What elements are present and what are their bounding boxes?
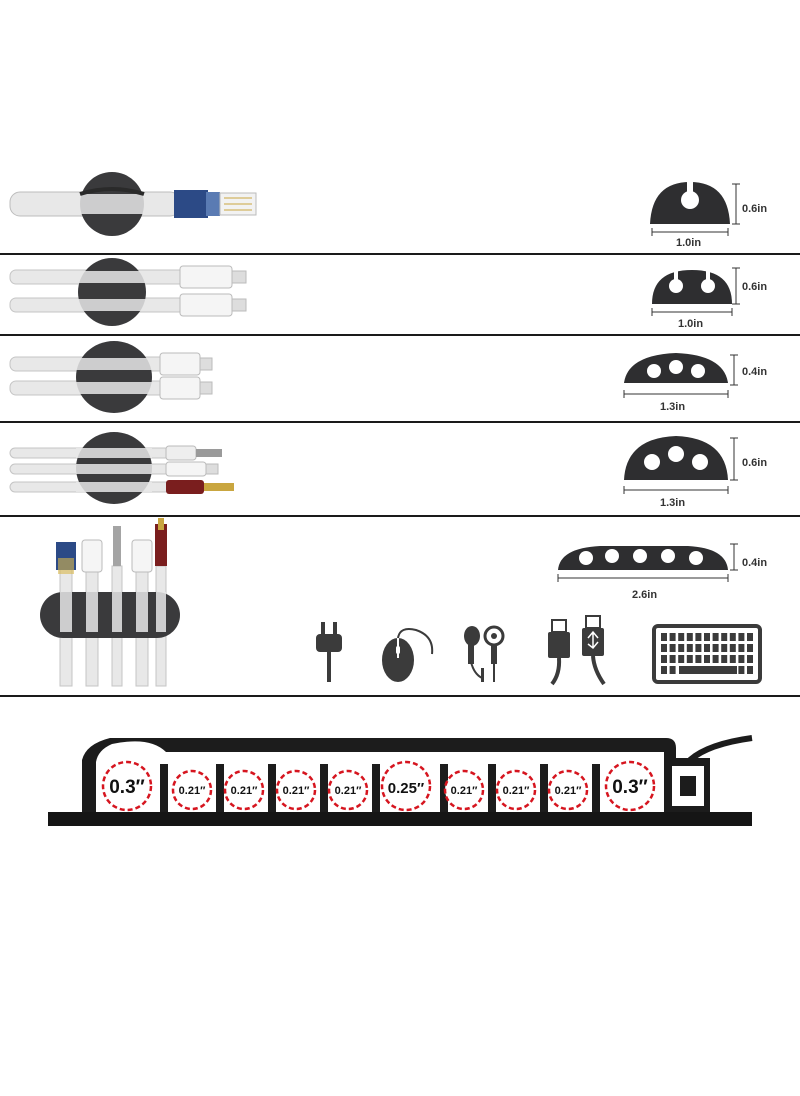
clip-width-label: 1.0in: [676, 237, 701, 249]
clip-row-4-illustration: 1.3in 0.6in: [9, 432, 767, 509]
clip-height-label: 0.6in: [742, 203, 767, 215]
slot-size-label: 0.21″: [231, 785, 258, 797]
slot-dashed-circle: [223, 769, 265, 811]
clip-height-label: 0.4in: [742, 366, 767, 378]
dimension-lines: [623, 354, 738, 398]
slot-dashed-circle: [327, 769, 369, 811]
organizer-slot: 0.21″: [495, 769, 537, 811]
mouse-icon: [382, 628, 434, 682]
clip-product: [624, 353, 728, 383]
clip-row-5-illustration: 2.6in 0.4in: [40, 518, 767, 687]
cable-organizer-strip: 0.3″ 0.21″ 0.21″ 0.21″ 0.21″ 0.25″ 0.21″ 0.21″ 0…: [0, 700, 800, 860]
slot-size-label: 0.21″: [179, 785, 206, 797]
slot-dashed-circle: [101, 760, 153, 812]
organizer-slot-divider: [488, 764, 496, 812]
organizer-slot-divider: [320, 764, 328, 812]
slot-size-label: 0.21″: [555, 785, 582, 797]
organizer-slot: 0.3″: [101, 760, 153, 812]
clip-photo: [79, 172, 145, 236]
organizer-slot-divider: [160, 764, 168, 812]
organizer-slot: 0.21″: [223, 769, 265, 811]
clip-row-3-illustration: 1.3in 0.4in: [9, 341, 767, 413]
slot-size-label: 0.21″: [335, 785, 362, 797]
organizer-end-clip: [666, 735, 753, 812]
organizer-frame: [82, 738, 676, 812]
organizer-slot: 0.21″: [443, 769, 485, 811]
slot-size-label: 0.21″: [451, 785, 478, 797]
slot-dashed-circle: [443, 769, 485, 811]
earphones-icon: [464, 625, 505, 682]
organizer-slot: 0.21″: [171, 769, 213, 811]
cables-with-organizer: [40, 518, 180, 687]
organizer-slot-divider: [372, 764, 380, 812]
slot-dashed-circle: [604, 760, 656, 812]
divider-1: [0, 253, 800, 255]
divider-4: [0, 515, 800, 517]
power-plug-icon: [316, 622, 342, 682]
organizer-slot-divider: [592, 764, 600, 812]
organizer-slot-divider: [216, 764, 224, 812]
clip-product: [624, 436, 728, 480]
clip-product: [558, 546, 728, 570]
slot-dashed-circle: [171, 769, 213, 811]
organizer-slot-divider: [440, 764, 448, 812]
clip-row-1-illustration: 1.0in 0.6in: [9, 172, 767, 249]
clip-width-label: 2.6in: [632, 589, 657, 601]
clip-row-1: 1.0in 0.6in: [0, 160, 800, 250]
slot-size-label: 0.25″: [388, 780, 424, 797]
clip-width-label: 1.3in: [660, 401, 685, 413]
clip-row-2: 1.0in 0.6in: [0, 256, 800, 334]
organizer-slot: 0.25″: [380, 760, 432, 812]
clip-photo: [78, 258, 146, 326]
organizer-slot-divider: [268, 764, 276, 812]
divider-5: [0, 695, 800, 697]
dimension-lines: [651, 183, 740, 236]
organizer-illustration: 0.3″ 0.21″ 0.21″ 0.21″ 0.21″ 0.25″ 0.21″ 0.21″ 0…: [48, 735, 753, 826]
slot-size-label: 0.3″: [109, 777, 145, 798]
divider-3: [0, 421, 800, 423]
clip-height-label: 0.6in: [742, 281, 767, 293]
dimension-lines: [651, 267, 740, 316]
clip-row-5: 2.6in 0.4in: [0, 518, 800, 696]
organizer-slot: 0.21″: [275, 769, 317, 811]
clip-width-label: 1.3in: [660, 497, 685, 509]
organizer-base: [48, 812, 752, 826]
keyboard-icon: [652, 624, 762, 684]
organizer-slot: 0.21″: [547, 769, 589, 811]
slot-dashed-circle: [275, 769, 317, 811]
organizer-slot-divider: [540, 764, 548, 812]
organizer-slot: 0.3″: [604, 760, 656, 812]
slot-dashed-circle: [495, 769, 537, 811]
clip-row-4: 1.3in 0.6in: [0, 424, 800, 514]
clip-product: [652, 270, 732, 304]
usb-cable-icon: [548, 615, 606, 686]
slot-size-label: 0.21″: [503, 785, 530, 797]
clip-height-label: 0.6in: [742, 457, 767, 469]
dimension-lines: [623, 437, 738, 494]
clip-row-2-illustration: 1.0in 0.6in: [9, 258, 767, 330]
divider-2: [0, 334, 800, 336]
organizer-slot: 0.21″: [327, 769, 369, 811]
clip-product: [650, 182, 730, 224]
slot-dashed-circle: [380, 760, 432, 812]
clip-photo: [76, 341, 152, 413]
clip-row-3: 1.3in 0.4in: [0, 337, 800, 420]
dimension-lines: [557, 543, 738, 582]
slot-dashed-circle: [547, 769, 589, 811]
slot-size-label: 0.21″: [283, 785, 310, 797]
slot-size-label: 0.3″: [612, 777, 648, 798]
clip-width-label: 1.0in: [678, 318, 703, 330]
clip-height-label: 0.4in: [742, 557, 767, 569]
clip-photo: [76, 432, 152, 504]
